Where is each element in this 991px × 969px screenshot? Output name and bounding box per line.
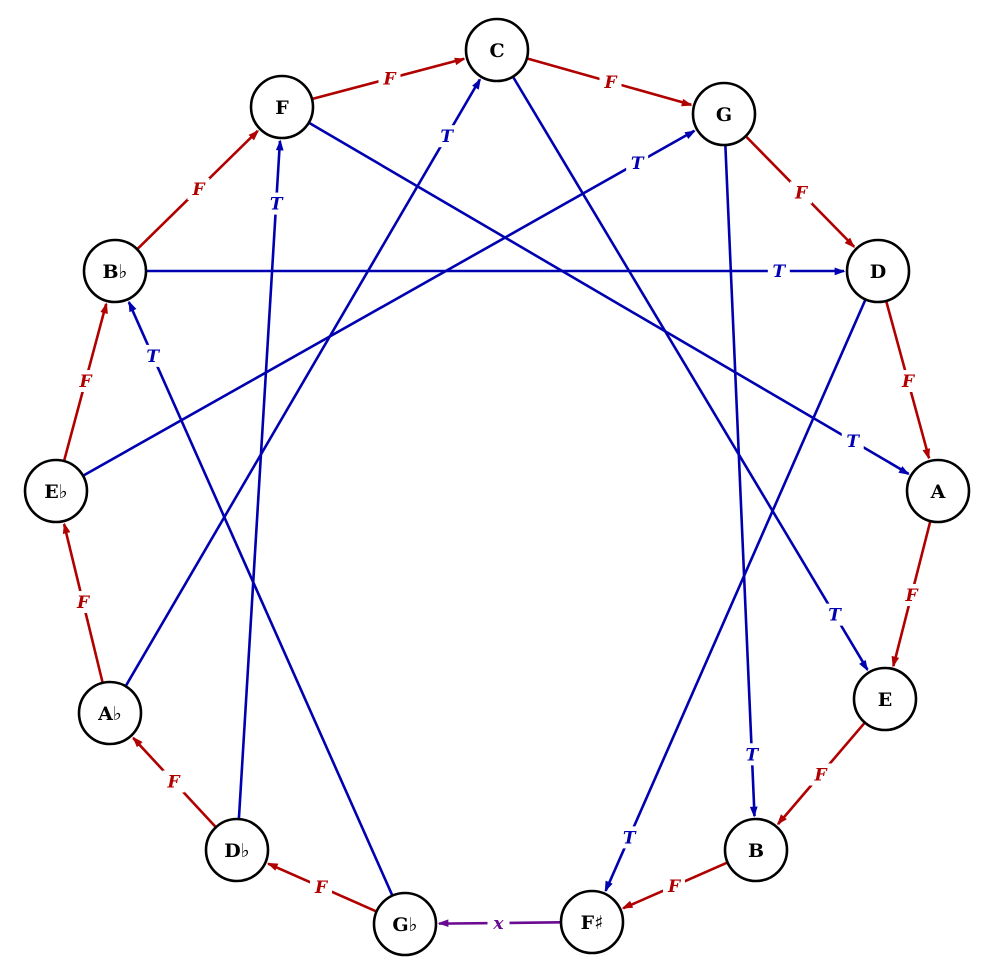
node-circle [852, 666, 918, 732]
node-Bb: B♭ [82, 238, 148, 304]
node-circle [249, 74, 315, 140]
node-label: E [878, 689, 892, 711]
edge-label-D-to-A: F [897, 370, 919, 392]
edge-label-text: F [76, 593, 91, 613]
edge-label-Bb-to-D: T [767, 260, 790, 282]
edge-Db-to-F [237, 139, 284, 820]
edge-label-Gb-to-Bb: T [141, 344, 164, 367]
edge-label-text: F [603, 73, 618, 93]
edge-label-Eb-to-G: T [626, 152, 649, 175]
edge-label-text: F [904, 586, 919, 606]
node-circle [691, 81, 757, 147]
node-A: A [905, 458, 971, 524]
node-circle [77, 680, 143, 746]
node-C: C [464, 17, 530, 83]
node-label: F [275, 97, 289, 119]
node-label: G [716, 104, 732, 126]
edge-label-text: T [772, 262, 786, 282]
edge-label-text: F [667, 877, 682, 897]
edge-label-C-to-E: T [823, 603, 846, 626]
node-label: A♭ [97, 703, 122, 725]
edge-label-text: T [146, 347, 160, 367]
edge-Ab-to-C [124, 78, 481, 687]
edge-label-D-to-Fs: T [618, 826, 641, 849]
edge-label-text: T [846, 432, 860, 452]
edge-label-Ab-to-Eb: F [72, 591, 94, 613]
edge-label-C-to-G: F [599, 71, 622, 93]
node-Fs: F♯ [559, 889, 625, 955]
node-G: G [691, 81, 757, 147]
node-Ab: A♭ [77, 680, 143, 746]
edge-label-text: T [828, 606, 842, 626]
node-label: B [748, 840, 764, 862]
edge-label-text: F [901, 372, 916, 392]
node-label: E♭ [44, 481, 67, 503]
edge-F-to-A [308, 121, 910, 475]
node-E: E [852, 666, 918, 732]
node-circle [204, 817, 270, 883]
edge-label-Gb-to-Db: F [310, 876, 332, 898]
edge-D-to-Fs [604, 298, 867, 893]
edge-label-Db-to-Ab: F [162, 770, 185, 793]
node-Db: D♭ [204, 817, 270, 883]
edge-label-F-to-A: T [841, 430, 864, 453]
node-label: B♭ [102, 261, 127, 283]
edge-label-A-to-E: F [900, 584, 923, 606]
edge-label-Fs-to-Gb: x [487, 912, 510, 934]
node-circle [82, 238, 148, 304]
edge-label-text: F [314, 878, 329, 898]
node-label: A [930, 481, 946, 503]
edge-label-text: F [794, 184, 809, 204]
node-circle [723, 817, 789, 883]
node-label: D♭ [224, 840, 249, 862]
node-D: D [845, 238, 911, 304]
edge-label-B-to-Fs: F [663, 875, 685, 897]
node-circle [845, 238, 911, 304]
node-Gb: G♭ [372, 891, 438, 957]
edge-label-text: T [631, 154, 645, 174]
edge-label-text: F [382, 70, 397, 90]
node-circle [372, 891, 438, 957]
edge-label-Ab-to-C: T [435, 125, 458, 148]
node-circle [559, 889, 625, 955]
edge-label-Eb-to-Bb: F [74, 370, 97, 392]
edge-G-to-B [724, 144, 758, 818]
edge-label-E-to-B: F [809, 763, 832, 786]
edge-label-F-to-C: F [378, 67, 401, 90]
edge-label-G-to-B: T [740, 743, 763, 766]
node-Eb: E♭ [23, 458, 89, 524]
node-circle [905, 458, 971, 524]
edge-label-text: T [270, 195, 284, 215]
edge-label-text: T [623, 828, 637, 848]
node-F: F [249, 74, 315, 140]
edge-label-text: T [440, 127, 454, 147]
node-label: G♭ [392, 914, 417, 936]
edge-label-text: F [191, 180, 206, 200]
edge-label-G-to-D: F [790, 181, 812, 204]
edge-label-Bb-to-F: F [187, 178, 210, 200]
edge-label-text: x [492, 914, 504, 934]
node-circle [23, 458, 89, 524]
node-label: D [870, 261, 886, 283]
edge-label-text: F [78, 372, 93, 392]
edge-Gb-to-Bb [127, 300, 394, 897]
node-circle [464, 17, 530, 83]
edge-label-text: T [746, 745, 760, 765]
edge-C-to-E [511, 75, 869, 672]
edge-label-text: F [813, 766, 828, 786]
edge-label-text: F [166, 773, 181, 793]
edge-label-Db-to-F: T [265, 192, 288, 215]
node-label: C [489, 40, 504, 62]
node-label: F♯ [581, 912, 604, 934]
edge-Eb-to-G [82, 129, 696, 477]
node-B: B [723, 817, 789, 883]
